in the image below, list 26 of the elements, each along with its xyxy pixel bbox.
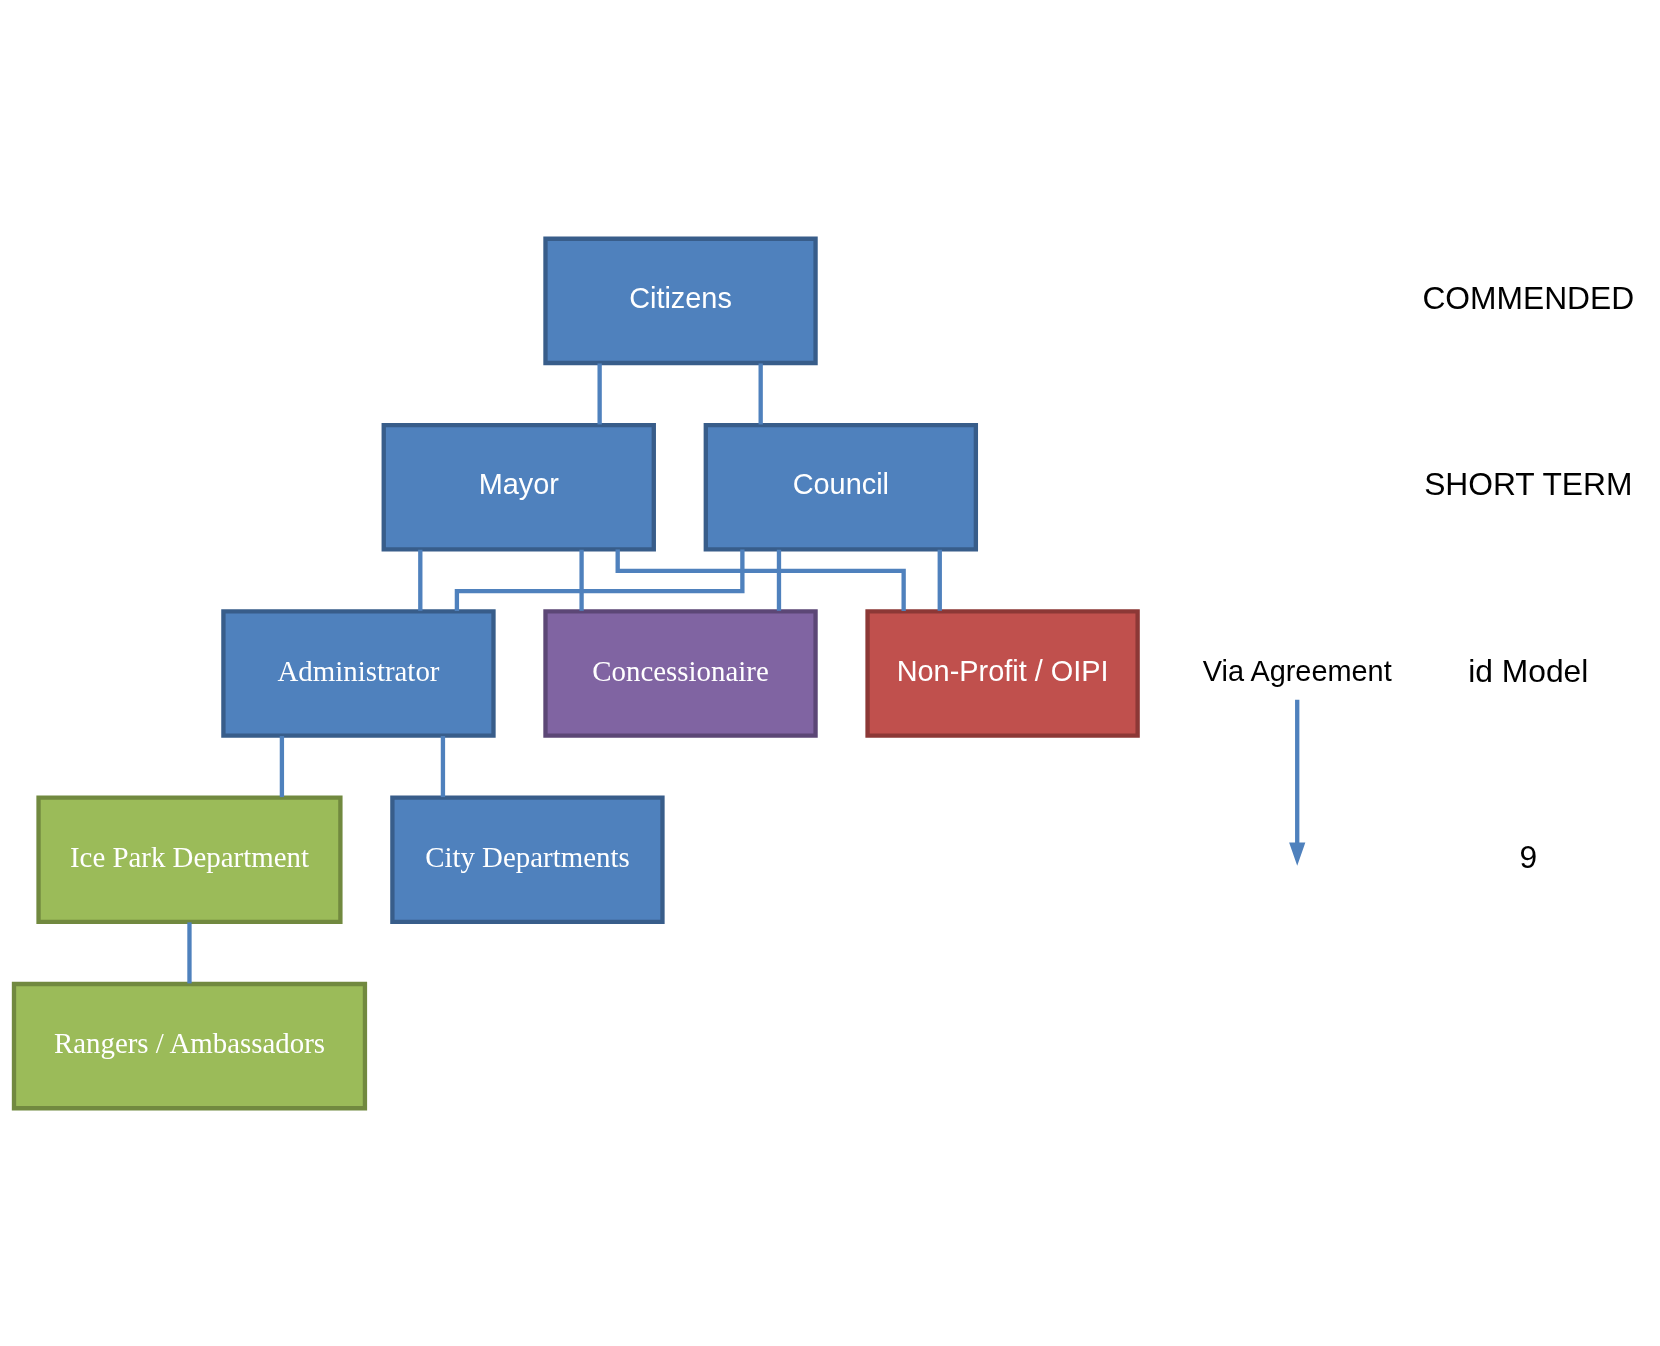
- connector: [454, 549, 745, 611]
- connector: [758, 362, 763, 424]
- node-box: City Departments: [390, 795, 665, 924]
- connector: [615, 548, 906, 611]
- label: SHORT TERM: [1424, 465, 1633, 502]
- connector: [597, 362, 602, 424]
- node-box: Non-Profit / OIPI: [865, 608, 1140, 738]
- connector: [776, 549, 782, 611]
- node-box: Administrator: [221, 608, 496, 738]
- node-text: Via Agreement: [1202, 654, 1392, 687]
- label: id Model: [1468, 652, 1589, 689]
- arrow: [1289, 699, 1306, 866]
- connector: [937, 549, 942, 611]
- connector: [279, 735, 285, 797]
- node-box: Concessionaire: [543, 608, 818, 738]
- node-box: Council: [703, 422, 979, 551]
- connector: [418, 549, 423, 611]
- connector: [579, 549, 584, 611]
- connector: [187, 921, 192, 983]
- label: 9: [1519, 838, 1538, 875]
- connector: [440, 735, 446, 797]
- node-box: Ice Park Department: [36, 795, 343, 924]
- label: COMMENDED: [1422, 279, 1635, 316]
- node-box: Citizens: [543, 236, 818, 365]
- node-box: Rangers / Ambassadors: [11, 981, 368, 1110]
- node-box: Mayor: [381, 422, 656, 551]
